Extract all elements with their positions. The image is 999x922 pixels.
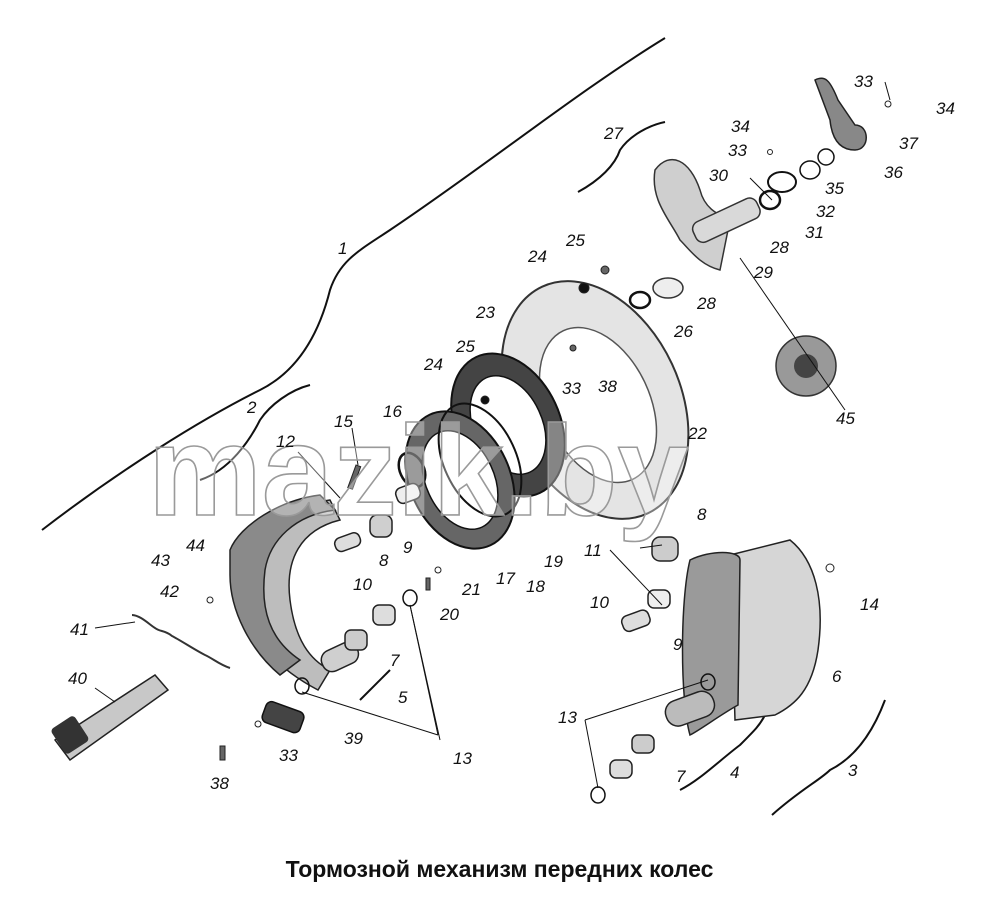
part-label-30: 30	[709, 166, 728, 185]
brake-shoe-right-6	[664, 539, 821, 737]
part-label-14: 14	[860, 595, 879, 614]
part-label-6: 6	[832, 667, 842, 686]
bracket-5	[359, 669, 391, 701]
part-labels: 1 2 3 4 5 6 7 7 8 8 9 9 10 10 11 12 13 1…	[68, 72, 955, 793]
rollers-and-axles	[333, 482, 679, 779]
part-label-20: 20	[439, 605, 459, 624]
camshaft-40	[51, 674, 170, 762]
part-label-37: 37	[899, 134, 918, 153]
part-label-9a: 9	[403, 538, 413, 557]
part-label-38b: 38	[210, 774, 229, 793]
part-label-7a: 7	[390, 651, 400, 670]
part-label-41: 41	[70, 620, 89, 639]
bracket-3	[771, 699, 886, 816]
part-label-33d: 33	[279, 746, 298, 765]
part-label-34b: 34	[731, 117, 750, 136]
part-label-4: 4	[730, 763, 739, 782]
diagram-caption: Тормозной механизм передних колес	[285, 856, 714, 882]
part-label-33a: 33	[854, 72, 873, 91]
part-label-25b: 25	[455, 337, 475, 356]
assembly-brackets	[41, 37, 886, 816]
part-label-38a: 38	[598, 377, 617, 396]
part-label-15: 15	[334, 412, 353, 431]
part-label-17: 17	[496, 569, 515, 588]
return-spring-41	[131, 614, 231, 669]
part-label-36: 36	[884, 163, 903, 182]
part-label-12: 12	[276, 432, 295, 451]
part-label-10b: 10	[590, 593, 609, 612]
part-label-24a: 24	[527, 247, 547, 266]
cover-plate-39	[261, 700, 305, 734]
part-label-10a: 10	[353, 575, 372, 594]
bracket-27	[577, 121, 666, 193]
part-label-32: 32	[816, 202, 835, 221]
part-label-13a: 13	[453, 749, 472, 768]
part-label-40: 40	[68, 669, 87, 688]
part-label-21: 21	[461, 580, 481, 599]
part-label-25a: 25	[565, 231, 585, 250]
bracket-4	[679, 714, 766, 791]
fasteners	[206, 100, 892, 761]
part-label-16: 16	[383, 402, 402, 421]
flange-gaskets	[397, 352, 566, 550]
part-label-23: 23	[475, 303, 495, 322]
part-label-43: 43	[151, 551, 170, 570]
part-label-3: 3	[848, 761, 858, 780]
part-label-31: 31	[805, 223, 824, 242]
part-label-1: 1	[338, 239, 347, 258]
watermark-text: mazik.by	[148, 400, 689, 543]
part-label-19: 19	[544, 552, 563, 571]
o-rings-13	[294, 589, 716, 804]
part-label-44: 44	[186, 536, 205, 555]
part-label-22: 22	[687, 424, 707, 443]
part-label-8b: 8	[697, 505, 707, 524]
part-label-9b: 9	[673, 635, 683, 654]
part-label-34a: 34	[936, 99, 955, 118]
part-label-5: 5	[398, 688, 408, 707]
part-label-39: 39	[344, 729, 363, 748]
bracket-2	[199, 384, 311, 481]
part-label-29: 29	[753, 263, 773, 282]
bracket-1	[41, 37, 666, 531]
part-label-18: 18	[526, 577, 545, 596]
leader-lines	[94, 81, 891, 789]
part-label-27: 27	[603, 124, 623, 143]
slack-adjuster-36	[758, 77, 867, 211]
expander-cam-29	[628, 158, 761, 310]
part-label-8a: 8	[379, 551, 389, 570]
part-label-13b: 13	[558, 708, 577, 727]
part-label-33b: 33	[728, 141, 747, 160]
part-label-28b: 28	[696, 294, 716, 313]
part-label-28a: 28	[769, 238, 789, 257]
part-label-42: 42	[160, 582, 179, 601]
part-label-26: 26	[673, 322, 693, 341]
part-label-35: 35	[825, 179, 844, 198]
protective-cap-45	[775, 335, 837, 397]
part-label-45: 45	[836, 409, 855, 428]
part-label-33c: 33	[562, 379, 581, 398]
part-label-7b: 7	[676, 767, 686, 786]
part-label-24b: 24	[423, 355, 443, 374]
part-label-11: 11	[584, 541, 602, 560]
part-label-2: 2	[246, 398, 257, 417]
